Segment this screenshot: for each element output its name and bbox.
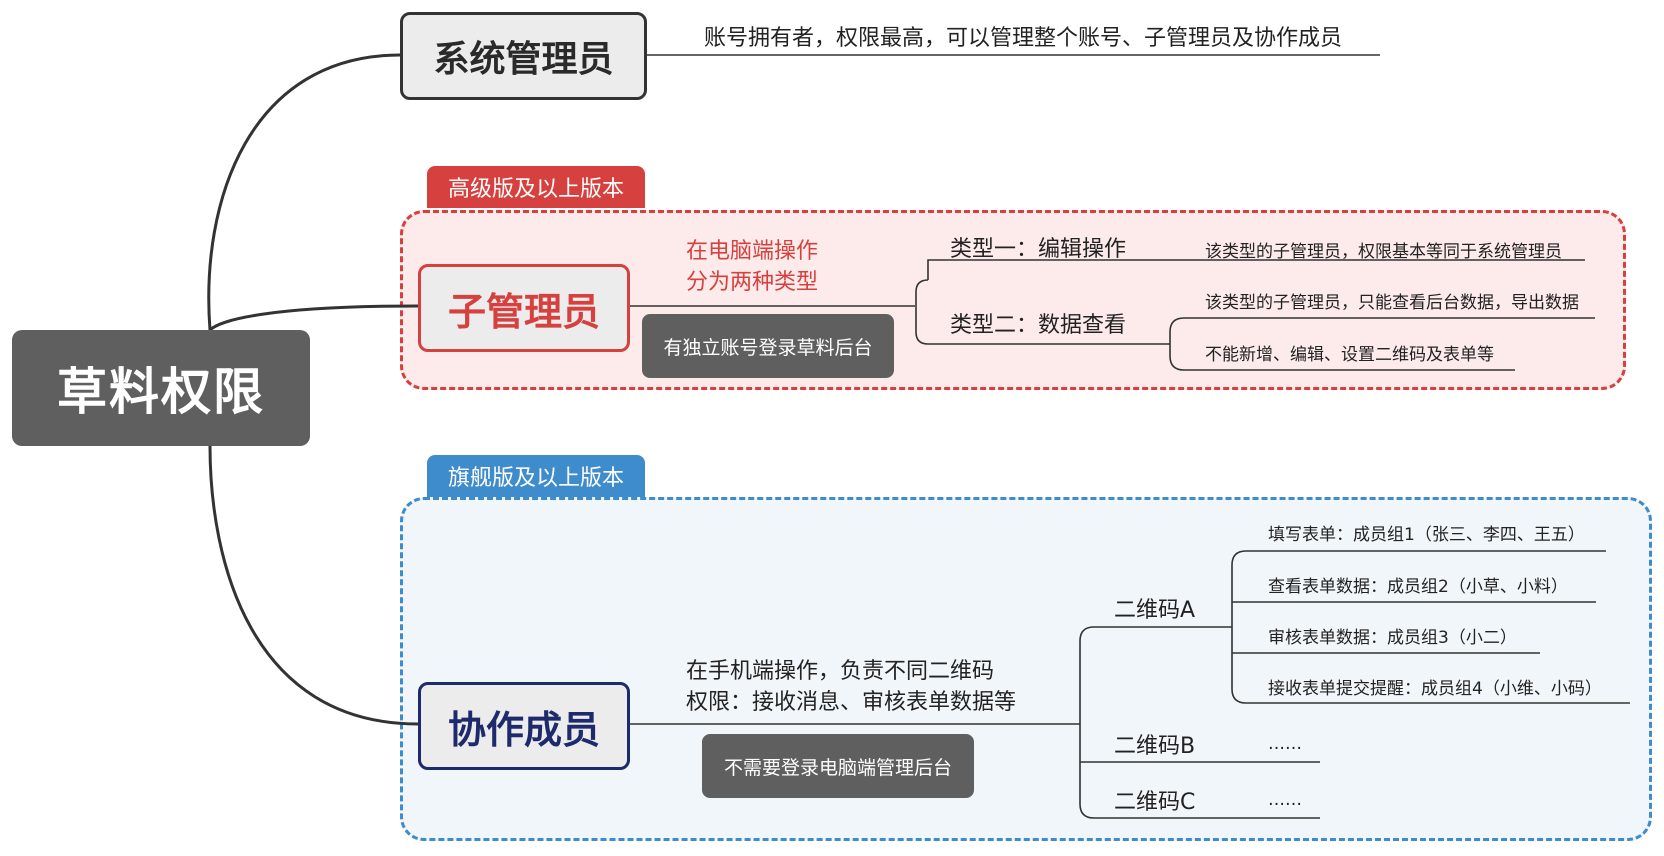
sub-admin-login-pill: 有独立账号登录草料后台	[642, 314, 894, 378]
connector-sub-admin-bracket	[915, 279, 929, 345]
sys-admin-desc: 账号拥有者，权限最高，可以管理整个账号、子管理员及协作成员	[704, 26, 1343, 51]
root-node: 草料权限	[12, 330, 310, 446]
qr-a-item: 接收表单提交提醒：成员组4（小维、小码）	[1268, 679, 1602, 699]
connector-qr-a-bracket	[1231, 550, 1247, 704]
type2-desc2: 不能新增、编辑、设置二维码及表单等	[1205, 345, 1494, 365]
collaborator-note-line2: 权限：接收消息、审核表单数据等	[686, 690, 1017, 715]
connector-root-collaborator	[208, 444, 420, 726]
connector-type2-bracket	[1169, 317, 1185, 371]
sys-admin-node: 系统管理员	[400, 12, 647, 100]
qr-a-item: 查看表单数据：成员组2（小草、小料）	[1268, 577, 1568, 597]
connector-type1-line	[927, 259, 1585, 280]
flagship-version-tag: 旗舰版及以上版本	[427, 455, 645, 497]
qr-b-label: 二维码B	[1114, 734, 1196, 759]
collaborator-node: 协作成员	[418, 682, 630, 770]
collaborator-region	[400, 497, 1652, 841]
advanced-version-tag: 高级版及以上版本	[427, 166, 645, 208]
connector-qr-bracket	[1079, 626, 1095, 819]
qr-a-label: 二维码A	[1114, 598, 1196, 623]
qr-c-label: 二维码C	[1114, 790, 1196, 815]
type2-label: 类型二：数据查看	[950, 313, 1127, 338]
type1-label: 类型一：编辑操作	[950, 237, 1127, 262]
qr-b-desc: ……	[1268, 734, 1302, 754]
connector-root-sub-admin	[208, 304, 420, 332]
type2-desc1: 该类型的子管理员，只能查看后台数据，导出数据	[1205, 293, 1579, 313]
collaborator-note-line1: 在手机端操作，负责不同二维码	[686, 659, 995, 684]
qr-a-item: 填写表单：成员组1（张三、李四、王五）	[1268, 525, 1585, 545]
collaborator-login-pill: 不需要登录电脑端管理后台	[702, 734, 974, 798]
connector-root-sys-admin	[207, 53, 402, 332]
sub-admin-note-line1: 在电脑端操作	[686, 239, 819, 264]
qr-c-desc: ……	[1268, 790, 1302, 810]
qr-a-item: 审核表单数据：成员组3（小二）	[1268, 628, 1517, 648]
sub-admin-note-line2: 分为两种类型	[686, 270, 819, 295]
sub-admin-node: 子管理员	[418, 264, 630, 352]
type1-desc: 该类型的子管理员，权限基本等同于系统管理员	[1205, 242, 1562, 262]
